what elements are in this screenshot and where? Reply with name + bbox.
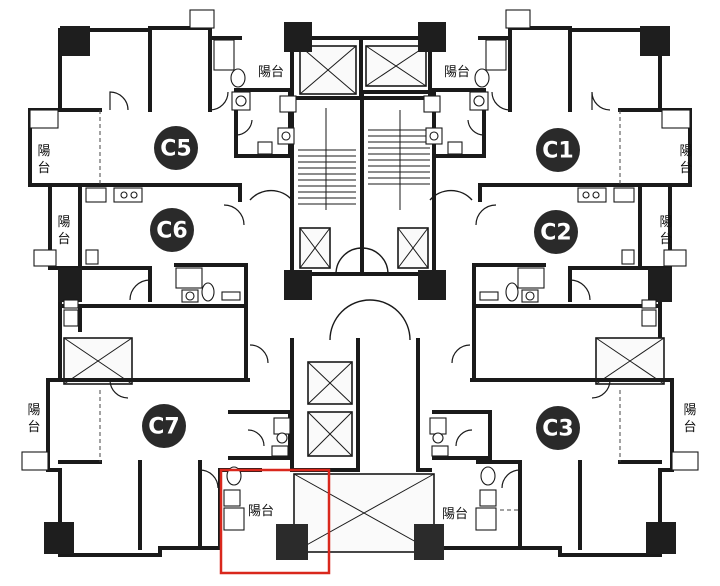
balcony-text-bottom: 台 — [659, 232, 672, 247]
balcony-label-vertical-c5: 陽 台 — [37, 144, 50, 176]
balcony-text-bottom: 台 — [37, 161, 50, 176]
balcony-fixtures — [21, 9, 699, 471]
structural-columns — [44, 22, 676, 560]
dashed-lines — [99, 110, 621, 511]
balcony-text-top: 陽 — [679, 144, 692, 159]
interior-walls — [28, 28, 692, 550]
balcony-text: 陽台 — [442, 507, 468, 522]
unit-badge-c7[interactable]: C7 — [142, 404, 186, 448]
unit-label: C2 — [540, 221, 571, 246]
unit-badge-c5[interactable]: C5 — [154, 126, 198, 170]
unit-label: C7 — [148, 415, 179, 440]
balcony-text-top: 陽 — [683, 403, 696, 418]
balcony-label-vertical-c2: 陽 台 — [659, 215, 672, 247]
unit-label: C6 — [156, 219, 187, 244]
shaft-top-left — [299, 45, 357, 95]
balcony-label-vertical-c1: 陽 台 — [679, 144, 692, 176]
unit-badge-c1[interactable]: C1 — [536, 128, 580, 172]
lobby-arches — [249, 189, 473, 341]
balcony-text-bottom: 台 — [683, 420, 696, 435]
balcony-label-bottom-right: 陽台 — [442, 507, 468, 522]
balcony-text: 陽台 — [248, 504, 274, 519]
balcony-text-bottom: 台 — [27, 420, 40, 435]
door-swings — [109, 91, 611, 489]
elevator-1 — [299, 227, 331, 269]
balcony-text-bottom: 台 — [57, 232, 70, 247]
unit-badge-c3[interactable]: C3 — [536, 406, 580, 450]
highlight-box — [219, 468, 331, 575]
unit-label: C1 — [542, 139, 573, 164]
balcony-label-vertical-c6: 陽 台 — [57, 215, 70, 247]
balcony-label-top-left: 陽台 — [258, 65, 284, 80]
shaft-top-right — [365, 45, 427, 87]
staircase-left — [298, 108, 356, 210]
unit-label: C5 — [160, 137, 191, 162]
balcony-text-top: 陽 — [27, 403, 40, 418]
balcony-label-vertical-c7: 陽 台 — [27, 403, 40, 435]
balcony-text: 陽台 — [444, 65, 470, 80]
unit-badge-c6[interactable]: C6 — [150, 208, 194, 252]
balcony-text-bottom: 台 — [679, 161, 692, 176]
balcony-label-top-right: 陽台 — [444, 65, 470, 80]
staircase-right — [368, 110, 430, 210]
unit-badge-c2[interactable]: C2 — [534, 210, 578, 254]
balcony-label-bottom-left: 陽台 — [248, 504, 274, 519]
balcony-text-top: 陽 — [37, 144, 50, 159]
elevator-2 — [397, 227, 429, 269]
elevator-3 — [307, 361, 353, 405]
shaft-bottom-wide — [293, 473, 435, 553]
shaft-right-mid — [595, 337, 665, 385]
unit-label: C3 — [542, 417, 573, 442]
elevator-4 — [307, 411, 353, 457]
fixtures-left — [63, 39, 297, 531]
fixtures-right — [423, 39, 657, 531]
balcony-label-vertical-c3: 陽 台 — [683, 403, 696, 435]
balcony-text: 陽台 — [258, 65, 284, 80]
shaft-left-mid — [63, 337, 133, 385]
balcony-text-top: 陽 — [57, 215, 70, 230]
balcony-text-top: 陽 — [659, 215, 672, 230]
